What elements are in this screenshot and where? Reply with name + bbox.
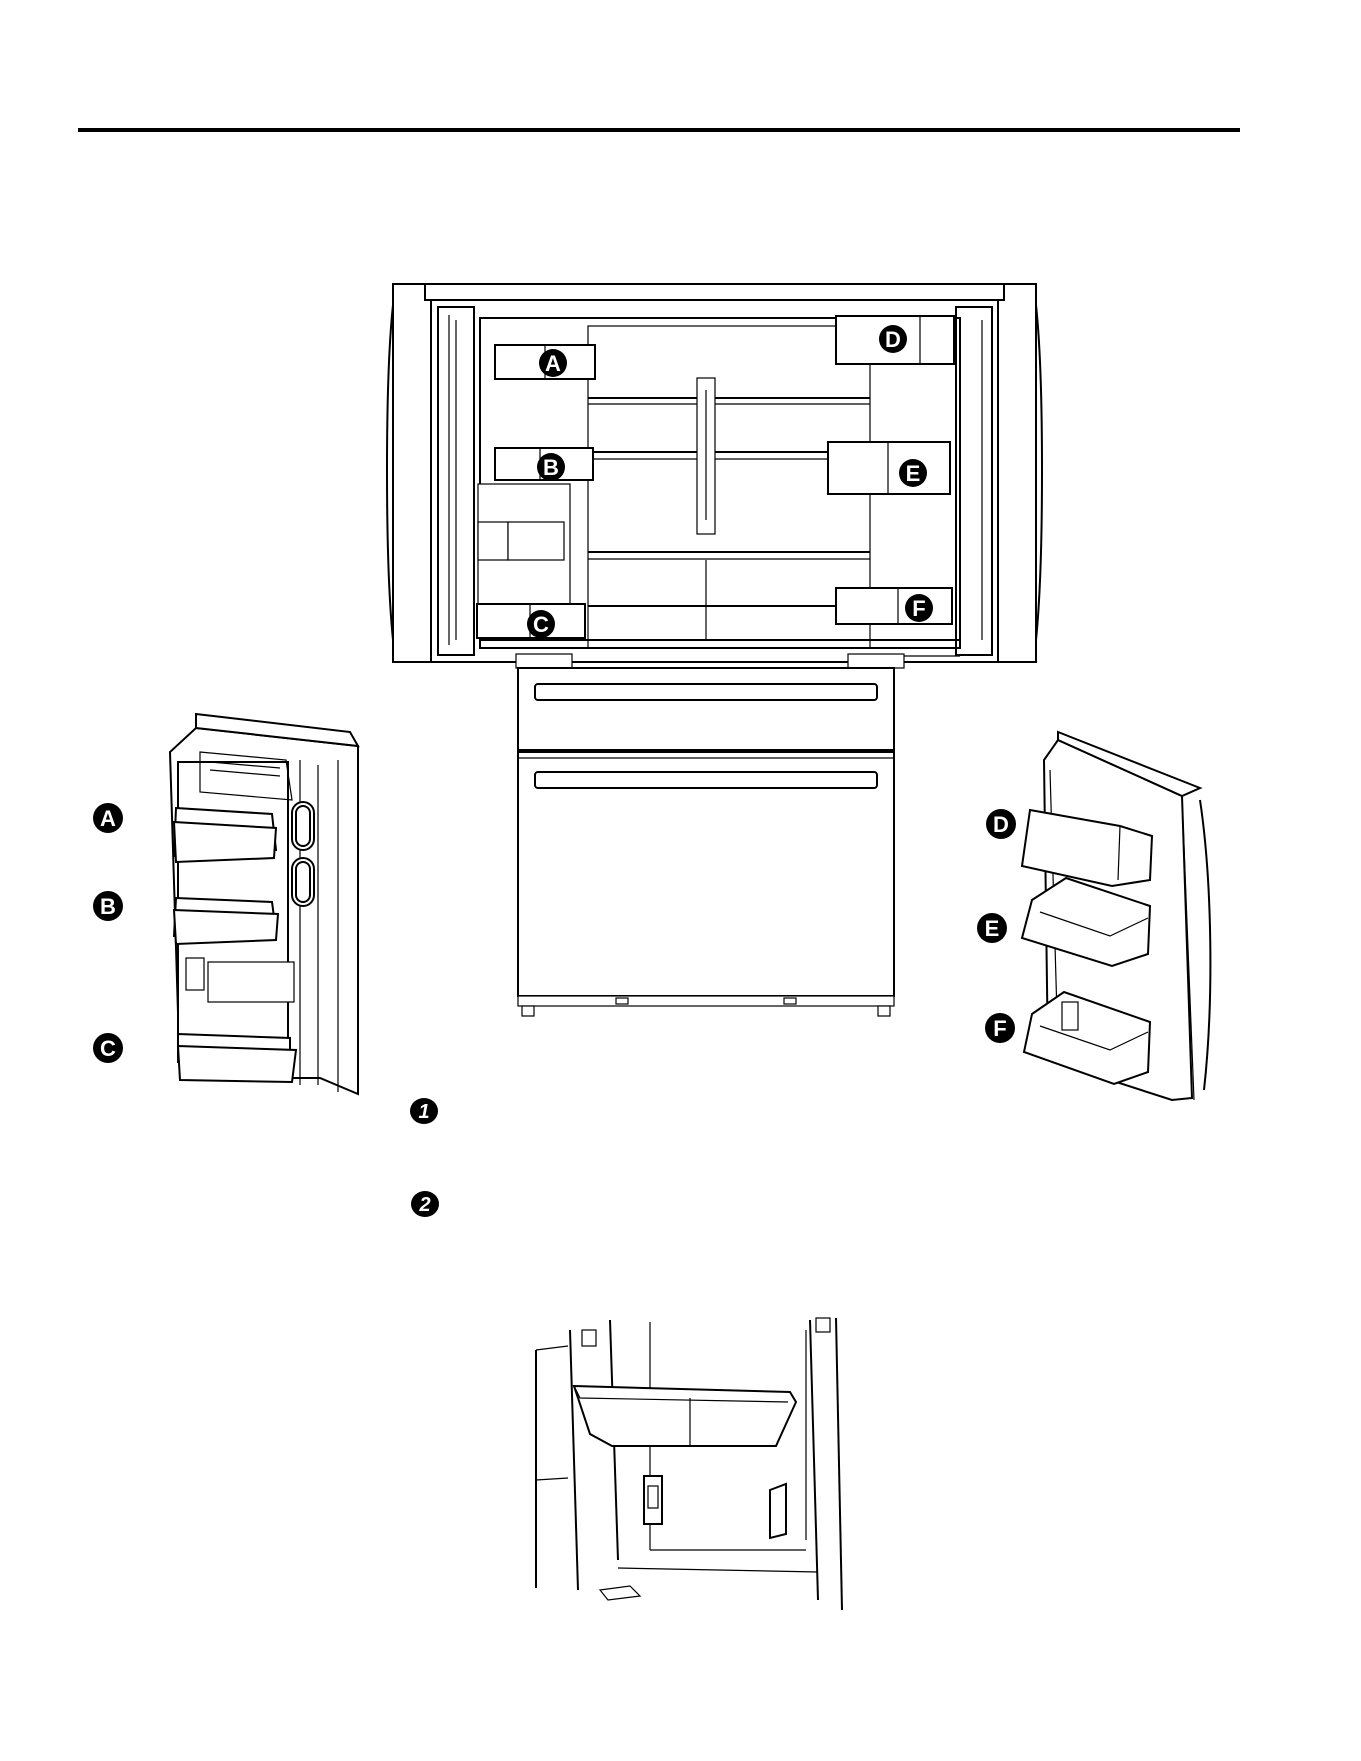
svg-text:D: D [885,327,901,352]
right-door-detail [1022,732,1210,1100]
svg-text:B: B [100,894,116,919]
svg-text:C: C [533,612,549,637]
callout-b-door: B [93,891,123,921]
svg-text:C: C [100,1036,116,1061]
callout-e-door: E [977,913,1007,943]
callout-a-main: A [539,349,567,377]
callout-c-main: C [527,610,555,638]
callout-e-main: E [899,459,927,487]
svg-text:A: A [545,351,561,376]
step-2-marker: 2 [411,1191,439,1217]
svg-text:A: A [100,806,116,831]
svg-text:1: 1 [418,1101,429,1123]
callout-d-door: D [986,809,1016,839]
svg-text:D: D [993,812,1009,837]
svg-text:E: E [985,916,1000,941]
callout-b-main: B [537,453,565,481]
svg-text:2: 2 [418,1194,430,1216]
callout-c-door: C [93,1033,123,1063]
svg-text:B: B [543,455,559,480]
callout-a-door: A [93,803,123,833]
bin-removal-detail [536,1318,842,1610]
step-1-marker: 1 [410,1098,438,1124]
svg-text:F: F [993,1016,1006,1041]
callout-f-main: F [905,594,933,622]
callout-f-door: F [985,1013,1015,1043]
svg-text:E: E [906,461,921,486]
refrigerator-open-view [387,284,1042,1016]
svg-text:F: F [912,596,925,621]
left-door-detail [170,714,358,1094]
callout-d-main: D [879,325,907,353]
